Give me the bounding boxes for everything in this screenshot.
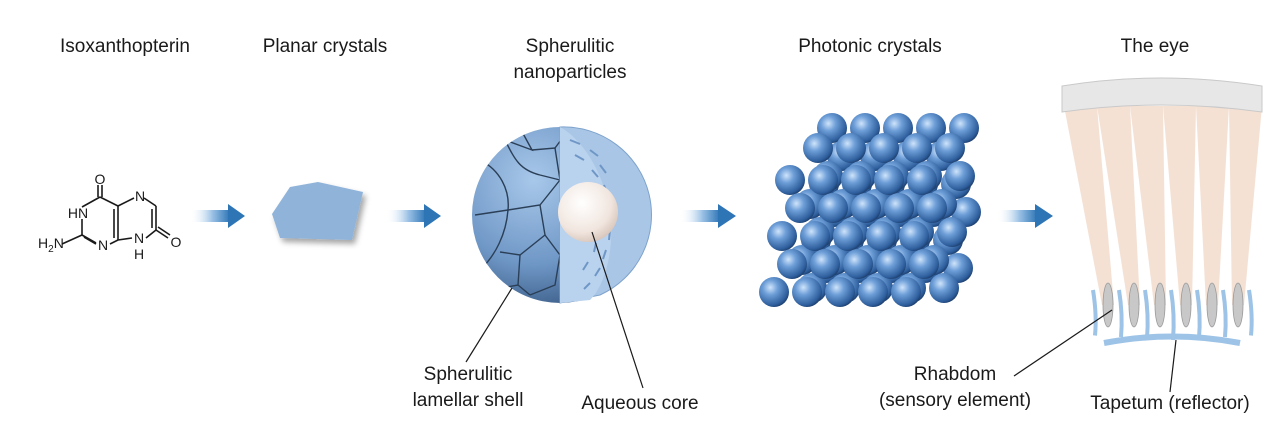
photonic-crystal xyxy=(759,113,981,307)
eye-ommatidium-cone xyxy=(1064,106,1114,305)
pointer-rhabdom xyxy=(1013,309,1113,377)
title-the-eye: The eye xyxy=(1120,36,1190,57)
atom-h2n: H2N xyxy=(38,235,64,255)
rhabdom xyxy=(1232,282,1244,328)
photonic-sphere xyxy=(836,133,866,163)
title-planar-crystals: Planar crystals xyxy=(262,36,388,57)
pointer-tapetum xyxy=(1169,339,1177,393)
tapetum-arm xyxy=(1091,289,1098,336)
isoxanthopterin-atoms: O HN N N N H O H2N xyxy=(38,171,182,262)
rhabdom xyxy=(1102,282,1114,328)
annotation-aqueous-core: Aqueous core xyxy=(581,393,699,414)
photonic-sphere xyxy=(902,133,932,163)
eye-ommatidium-cone xyxy=(1229,106,1262,305)
spherulitic-nanoparticle xyxy=(472,126,652,304)
photonic-sphere xyxy=(767,221,797,251)
flow-arrow-3 xyxy=(680,204,736,228)
atom-h-bottom: H xyxy=(134,246,144,262)
flow-arrow-4 xyxy=(997,204,1053,228)
eye-rhabdoms xyxy=(1102,282,1244,328)
title-photonic-crystals: Photonic crystals xyxy=(798,36,942,57)
annotation-shell-line2: lamellar shell xyxy=(412,390,524,411)
annotation-tapetum: Tapetum (reflector) xyxy=(1090,393,1250,414)
photonic-sphere xyxy=(825,277,855,307)
rhabdom xyxy=(1206,282,1218,328)
photonic-sphere xyxy=(841,165,871,195)
annotation-rhabdom: Rhabdom (sensory element) xyxy=(860,362,1050,414)
photonic-sphere xyxy=(899,221,929,251)
sphere-cell-lines xyxy=(474,127,586,296)
pointer-core xyxy=(591,231,644,389)
photonic-sphere xyxy=(858,277,888,307)
atom-o-right: O xyxy=(171,234,182,250)
isoxanthopterin-structure xyxy=(61,185,171,245)
atom-n-bottom: N xyxy=(134,230,144,246)
photonic-sphere xyxy=(909,249,939,279)
photonic-sphere xyxy=(759,277,789,307)
annotation-rhabdom-line2: (sensory element) xyxy=(878,390,1032,411)
photonic-sphere xyxy=(851,193,881,223)
photonic-sphere xyxy=(869,133,899,163)
compound-eye xyxy=(1061,77,1263,346)
photonic-sphere xyxy=(775,165,805,195)
photonic-sphere xyxy=(945,161,975,191)
photonic-sphere xyxy=(800,221,830,251)
rhabdom xyxy=(1154,282,1166,328)
eye-ommatidium-cone xyxy=(1097,106,1140,305)
photonic-sphere xyxy=(792,277,822,307)
photonic-sphere xyxy=(935,133,965,163)
eye-ommatidium-cone xyxy=(1130,106,1166,305)
eye-ommatidium-cone xyxy=(1196,106,1229,305)
tapetum-arms xyxy=(1091,289,1254,341)
annotation-shell-line1: Spherulitic xyxy=(423,364,513,385)
title-isoxanthopterin: Isoxanthopterin xyxy=(60,36,190,57)
annotation-shell: Spherulitic lamellar shell xyxy=(388,362,548,414)
tapetum-arm xyxy=(1117,289,1124,338)
tapetum-arm xyxy=(1221,289,1228,338)
flow-arrow-1 xyxy=(190,204,245,228)
title-spherulitic-nanoparticles: Spherulitic nanoparticles xyxy=(475,34,665,86)
photonic-sphere xyxy=(907,165,937,195)
photonic-sphere xyxy=(803,133,833,163)
eye-ommatidium-cone xyxy=(1163,106,1196,305)
tapetum-arm xyxy=(1169,289,1176,341)
title-spherulitic-line1: Spherulitic xyxy=(525,36,615,57)
photonic-sphere xyxy=(833,221,863,251)
photonic-sphere xyxy=(777,249,807,279)
photonic-sphere xyxy=(929,273,959,303)
photonic-sphere xyxy=(818,193,848,223)
rhabdom xyxy=(1180,282,1192,328)
photonic-sphere xyxy=(843,249,873,279)
eye-lens-cap xyxy=(1061,77,1263,113)
eye-cones xyxy=(1064,106,1262,305)
photonic-sphere xyxy=(866,221,896,251)
photonic-sphere xyxy=(937,217,967,247)
photonic-sphere xyxy=(891,277,921,307)
atom-n-mid: N xyxy=(98,237,108,253)
annotation-rhabdom-line1: Rhabdom xyxy=(913,364,997,385)
photonic-sphere xyxy=(808,165,838,195)
photonic-sphere xyxy=(810,249,840,279)
atom-hn: HN xyxy=(68,205,88,221)
title-spherulitic-line2: nanoparticles xyxy=(513,62,627,83)
photonic-sphere xyxy=(785,193,815,223)
aqueous-core-sphere xyxy=(558,182,618,242)
flow-arrow-2 xyxy=(386,204,441,228)
tapetum-arm xyxy=(1143,289,1150,339)
tapetum-arm xyxy=(1247,289,1254,336)
pointer-shell xyxy=(465,287,513,363)
tapetum-arm xyxy=(1195,289,1202,339)
rhabdom xyxy=(1128,282,1140,328)
atom-o-top: O xyxy=(95,171,106,187)
photonic-sphere xyxy=(876,249,906,279)
photonic-sphere xyxy=(884,193,914,223)
atom-n-top-right: N xyxy=(135,188,145,204)
photonic-sphere xyxy=(917,193,947,223)
planar-crystal xyxy=(272,182,363,240)
photonic-sphere xyxy=(874,165,904,195)
